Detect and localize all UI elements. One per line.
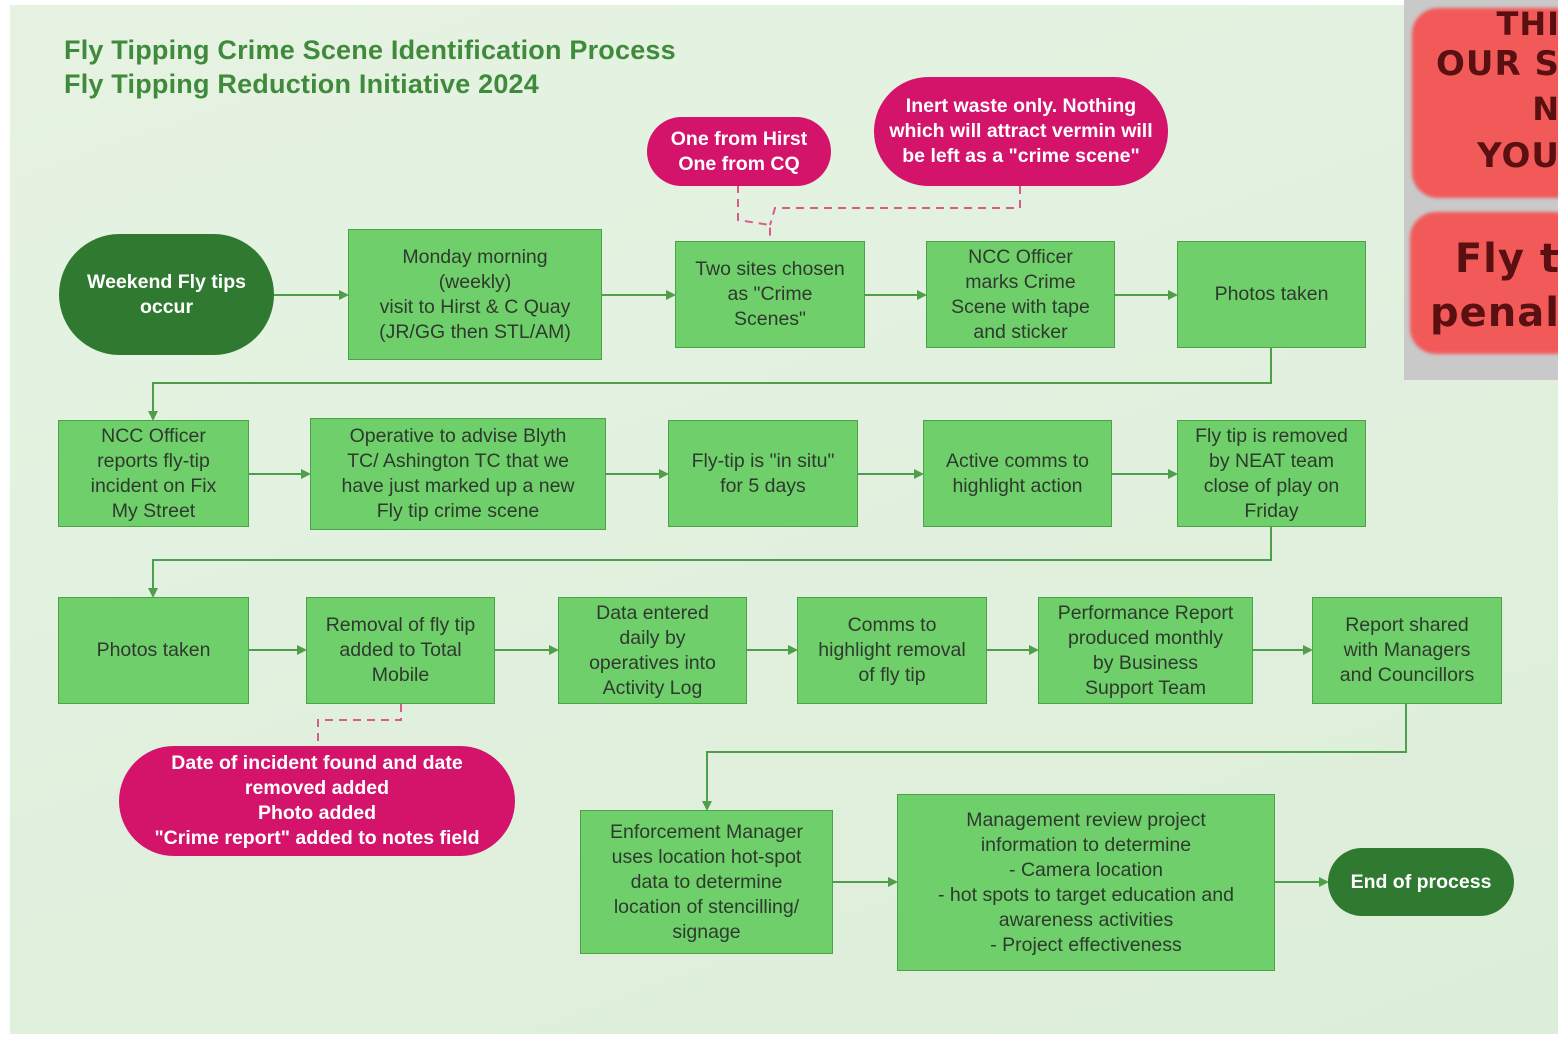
diagram-subtitle: Fly Tipping Reduction Initiative 2024 [64,69,539,99]
end-terminal: End of process [1328,848,1514,916]
step-data-entered: Data entered daily by operatives into Ac… [558,597,747,704]
step-two-sites: Two sites chosen as "Crime Scenes" [675,241,865,348]
step-active-comms: Active comms to highlight action [923,420,1112,527]
note-date-details: Date of incident found and date removed … [119,746,515,856]
poster-text-1: THI [1496,5,1558,43]
stencil-poster-photo: THI OUR S N YOU Fly t penal [1404,0,1558,380]
step-ncc-marks: NCC Officer marks Crime Scene with tape … [926,241,1115,348]
note-sites: One from Hirst One from CQ [647,117,831,186]
poster-paint-upper [1412,8,1558,198]
note-inert-waste: Inert waste only. Nothing which will att… [874,77,1168,186]
step-in-situ: Fly-tip is "in situ" for 5 days [668,420,858,527]
step-enforcement-manager: Enforcement Manager uses location hot-sp… [580,810,833,954]
poster-text-4: YOU [1477,136,1558,176]
step-operative-advise: Operative to advise Blyth TC/ Ashington … [310,418,606,530]
poster-text-2: OUR S [1435,44,1558,84]
start-terminal: Weekend Fly tips occur [59,234,274,355]
step-ncc-reports: NCC Officer reports fly-tip incident on … [58,420,249,527]
step-management-review: Management review project information to… [897,794,1275,971]
diagram-title: Fly Tipping Crime Scene Identification P… [64,35,676,65]
step-photos-2: Photos taken [58,597,249,704]
step-photos-1: Photos taken [1177,241,1366,348]
poster-text-5: Fly t [1454,236,1558,282]
poster-text-3: N [1532,90,1558,128]
step-monday-visit: Monday morning (weekly) visit to Hirst &… [348,229,602,360]
step-removed-neat: Fly tip is removed by NEAT team close of… [1177,420,1366,527]
poster-paint-lower [1410,212,1558,354]
step-removal-total-mobile: Removal of fly tip added to Total Mobile [306,597,495,704]
step-performance-report: Performance Report produced monthly by B… [1038,597,1253,704]
step-report-shared: Report shared with Managers and Councill… [1312,597,1502,704]
poster-text-6: penal [1430,290,1558,336]
step-comms-removal: Comms to highlight removal of fly tip [797,597,987,704]
